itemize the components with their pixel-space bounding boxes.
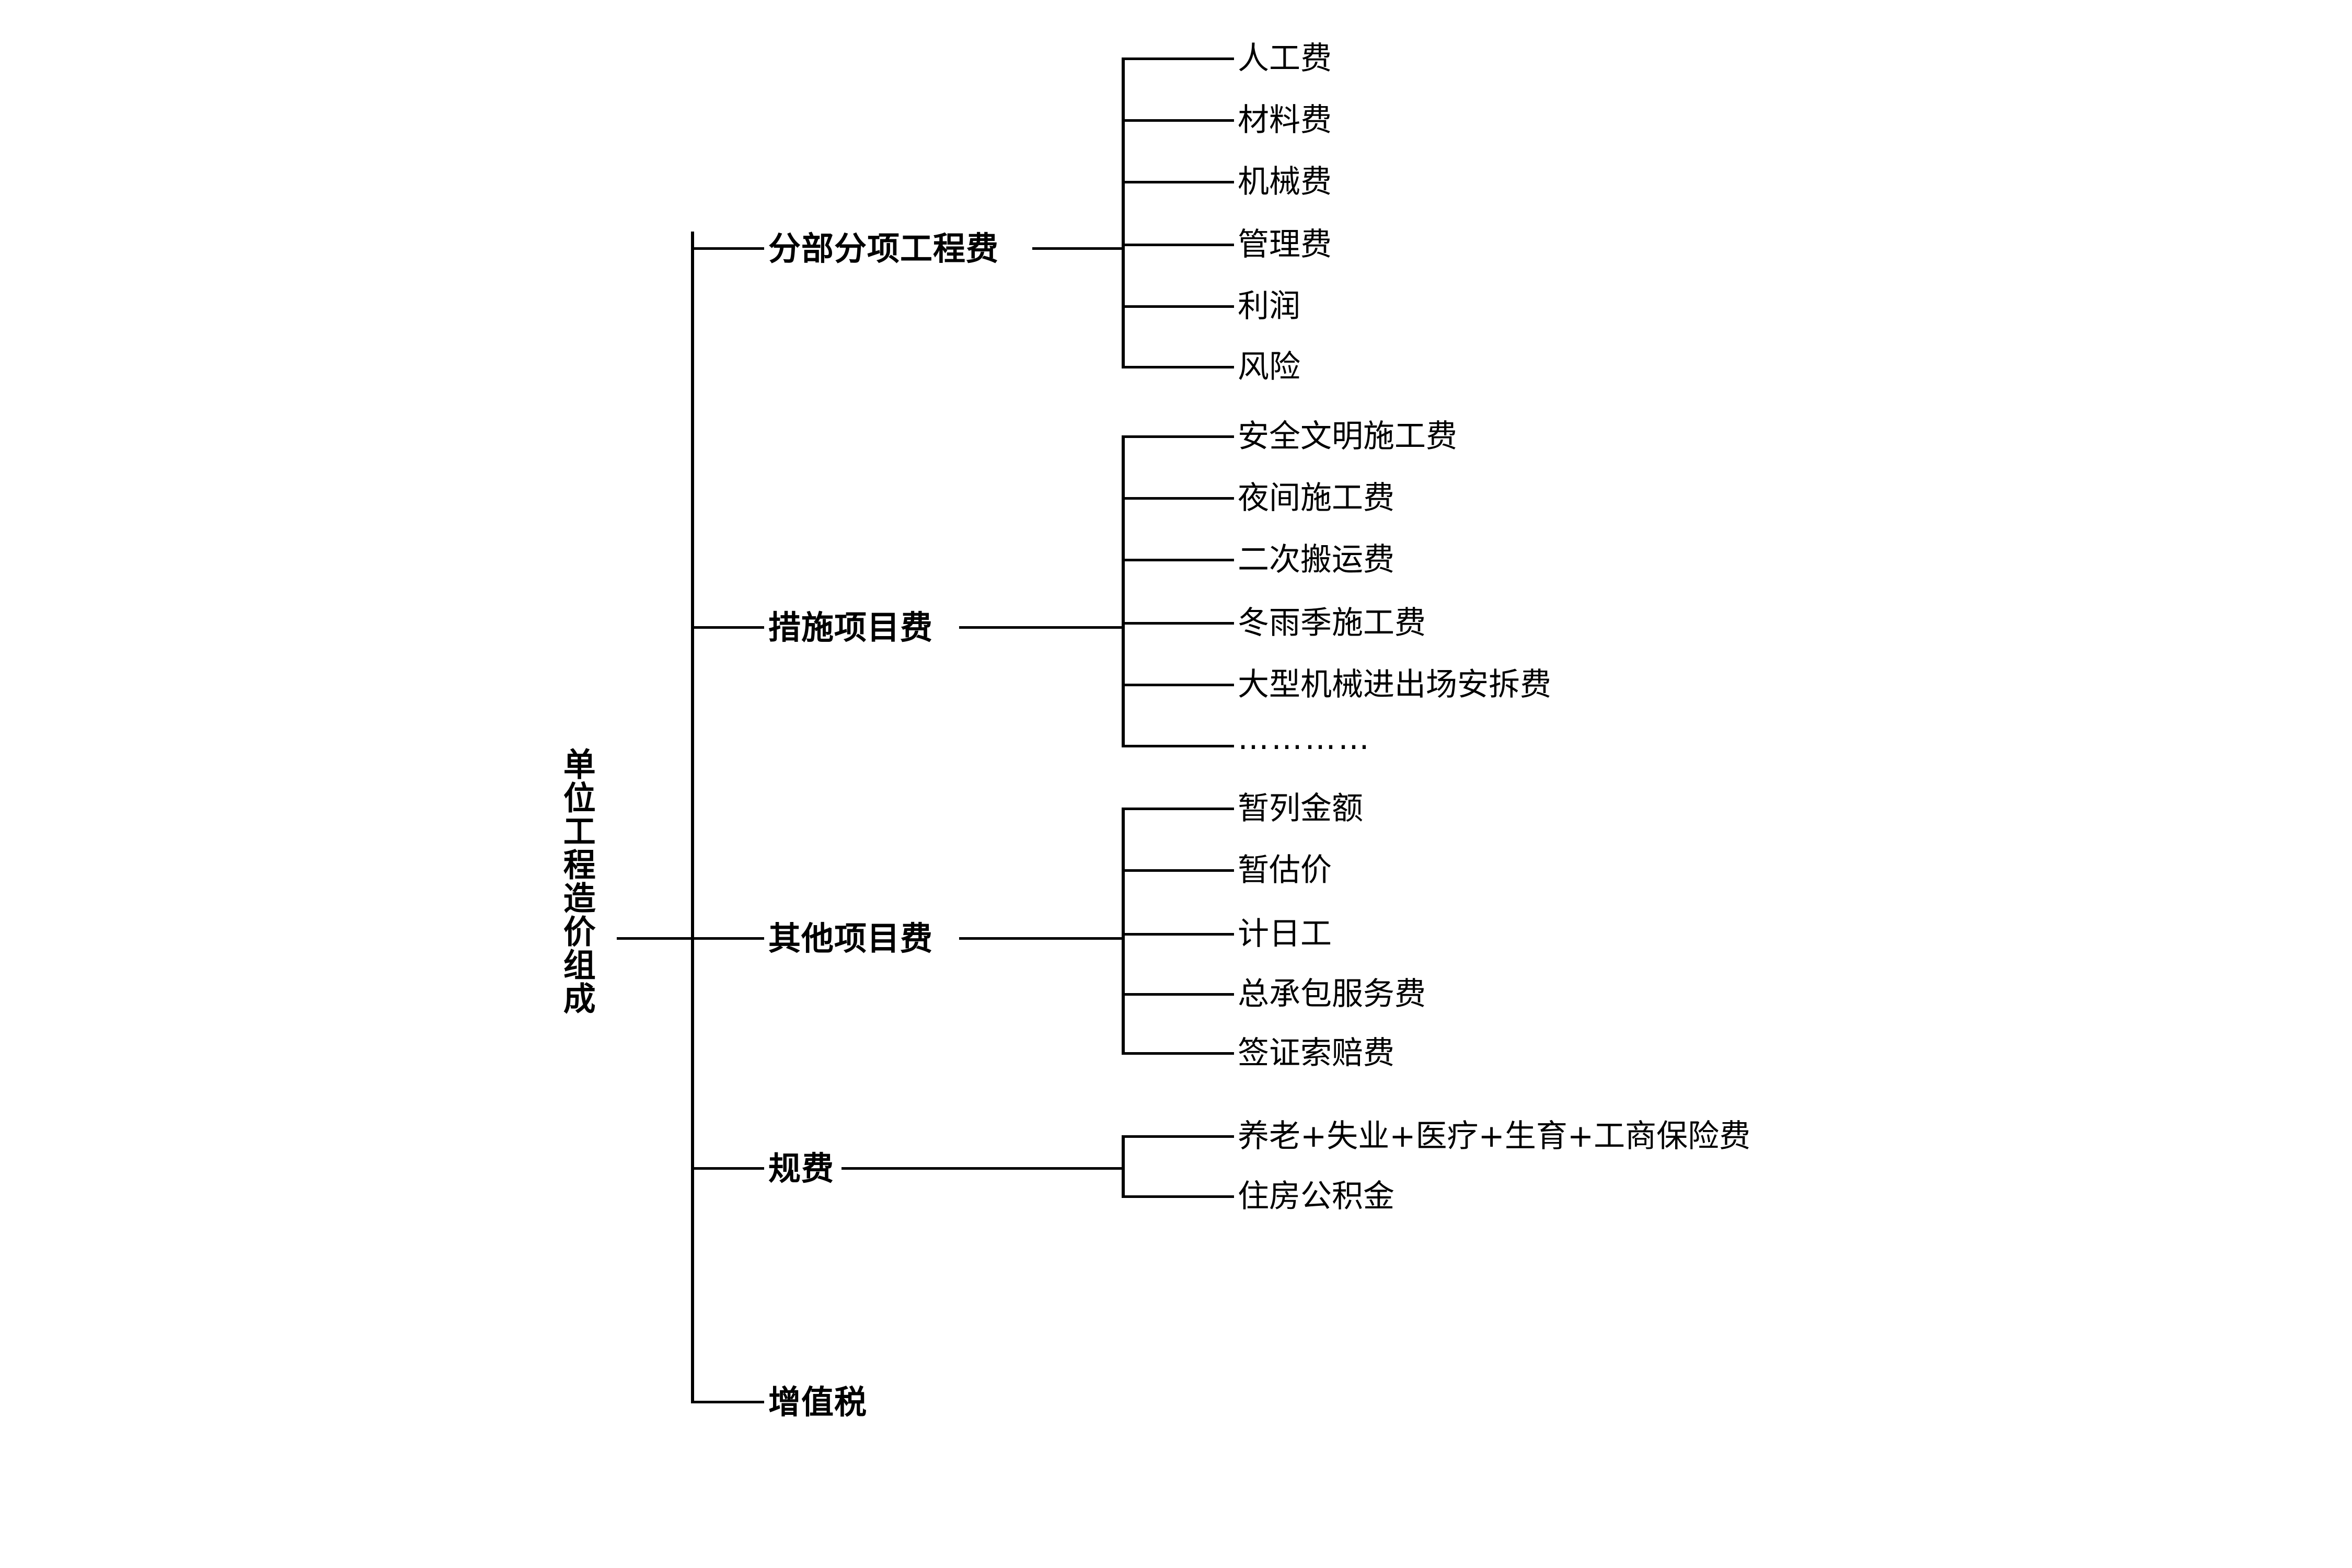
leaf-stub-3-2 — [1122, 869, 1234, 872]
leaf-label-4-2: 住房公积金 — [1238, 1178, 1394, 1215]
branch-label-1: 分部分项工程费 — [768, 229, 999, 268]
leaf-stub-1-6 — [1122, 366, 1234, 368]
main-spine-line — [691, 232, 694, 1402]
leaf-stub-3-4 — [1122, 993, 1234, 996]
branch-label-2: 措施项目费 — [768, 608, 933, 647]
branch-to-group-line-1 — [1032, 247, 1124, 250]
leaf-label-1-2: 材料费 — [1238, 102, 1332, 139]
branch-label-3: 其他项目费 — [768, 919, 933, 958]
leaf-stub-2-6 — [1122, 745, 1234, 747]
branch-to-group-line-4 — [841, 1167, 1124, 1170]
leaf-label-1-5: 利润 — [1238, 288, 1300, 325]
group-spine-4 — [1122, 1135, 1125, 1198]
leaf-label-3-5: 签证索赔费 — [1238, 1035, 1394, 1071]
root-node-label: 单位工程造价组成 — [557, 747, 596, 1015]
group-spine-2 — [1122, 435, 1125, 746]
leaf-label-4-1: 养老+失业+医疗+生育+工商保险费 — [1238, 1118, 1751, 1155]
group-spine-1 — [1122, 57, 1125, 367]
leaf-stub-3-3 — [1122, 933, 1234, 936]
group-spine-3 — [1122, 808, 1125, 1053]
leaf-stub-1-1 — [1122, 57, 1234, 60]
leaf-stub-2-3 — [1122, 559, 1234, 561]
leaf-label-2-2: 夜间施工费 — [1238, 480, 1394, 516]
leaf-stub-1-5 — [1122, 305, 1234, 308]
branch-to-group-line-3 — [959, 937, 1124, 940]
leaf-label-2-3: 二次搬运费 — [1238, 541, 1394, 578]
leaf-stub-3-1 — [1122, 808, 1234, 810]
leaf-stub-2-2 — [1122, 497, 1234, 500]
leaf-label-2-5: 大型机械进出场安拆费 — [1238, 666, 1551, 703]
leaf-label-1-1: 人工费 — [1238, 40, 1332, 77]
leaf-stub-4-1 — [1122, 1135, 1234, 1138]
leaf-stub-1-4 — [1122, 244, 1234, 246]
branch-stub-3 — [691, 937, 764, 940]
leaf-label-1-4: 管理费 — [1238, 226, 1332, 263]
leaf-label-3-4: 总承包服务费 — [1238, 976, 1426, 1012]
branch-label-4: 规费 — [768, 1149, 835, 1187]
leaf-stub-3-5 — [1122, 1052, 1234, 1055]
branch-to-group-line-2 — [959, 626, 1124, 629]
leaf-stub-2-1 — [1122, 435, 1234, 438]
branch-stub-4 — [691, 1167, 764, 1170]
branch-stub-5 — [691, 1401, 764, 1403]
root-connector-line — [617, 937, 694, 940]
leaf-stub-2-5 — [1122, 684, 1234, 686]
leaf-label-2-4: 冬雨季施工费 — [1238, 605, 1426, 641]
leaf-label-3-3: 计日工 — [1238, 916, 1332, 952]
branch-stub-2 — [691, 626, 764, 629]
leaf-label-3-1: 暂列金额 — [1238, 790, 1363, 827]
leaf-stub-1-3 — [1122, 181, 1234, 183]
leaf-label-1-3: 机械费 — [1238, 164, 1332, 200]
leaf-label-2-6: ………… — [1238, 720, 1371, 757]
branch-label-5: 增值税 — [768, 1383, 868, 1421]
leaf-label-3-2: 暂估价 — [1238, 852, 1332, 889]
leaf-stub-2-4 — [1122, 622, 1234, 625]
leaf-stub-4-2 — [1122, 1195, 1234, 1198]
branch-stub-1 — [691, 247, 764, 250]
leaf-label-2-1: 安全文明施工费 — [1238, 418, 1457, 455]
leaf-label-1-6: 风险 — [1238, 349, 1300, 385]
leaf-stub-1-2 — [1122, 119, 1234, 122]
